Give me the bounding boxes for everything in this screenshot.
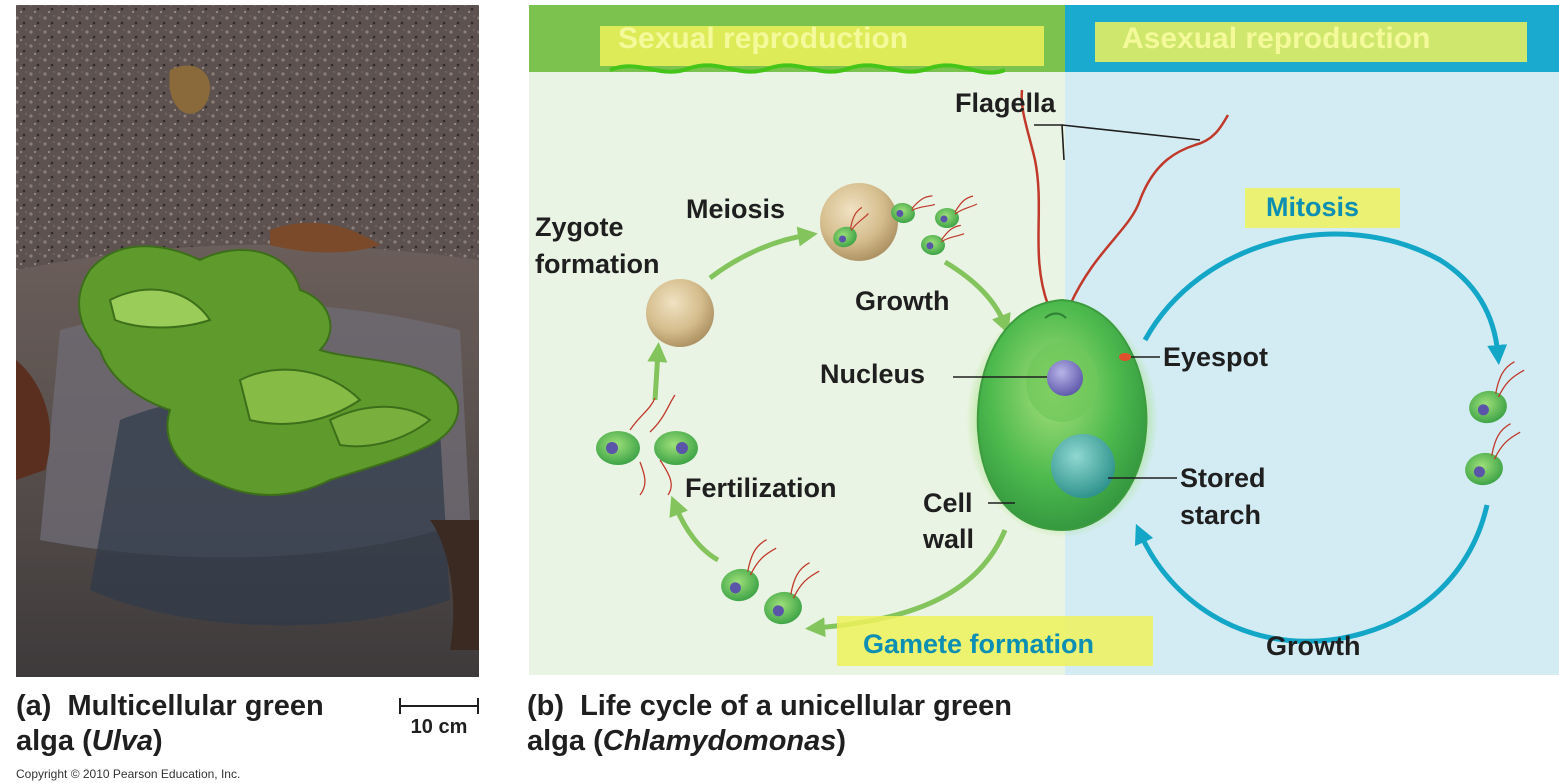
svg-text:(a) Multicellular green: (a) Multicellular green (16, 690, 324, 722)
scale-bar-label: 10 cm (411, 716, 468, 738)
mitosis-highlight (1245, 188, 1400, 228)
leader-lines (953, 124, 1201, 504)
asexual-cycle-arrows (1134, 231, 1508, 644)
scale-bar: 10 cm (399, 698, 479, 738)
asexual-zoospores (1465, 361, 1525, 486)
panel-a-label: (a) (16, 690, 51, 722)
panel-a-title-italic: Ulva (92, 725, 153, 757)
label-stored-1: Stored (1180, 463, 1266, 493)
label-mitosis: Mitosis (1266, 192, 1359, 222)
label-meiosis: Meiosis (686, 194, 785, 224)
label-cell-1: Cell (923, 488, 973, 518)
arrow-fertilization-to-zygote (647, 342, 668, 401)
label-growth-asexual: Growth (1266, 631, 1361, 661)
eyespot-shape (1119, 353, 1131, 361)
sexual-header-underline (609, 63, 1006, 75)
arrow-mitosis (1142, 231, 1508, 365)
sexual-region (529, 5, 1065, 675)
svg-text:(b) Life cycle of a unicel: (b) Life cycle of a unicellular green (527, 690, 1012, 722)
asexual-header: Asexual reproduction (1122, 22, 1430, 55)
flagella-leader-right (1061, 124, 1201, 141)
label-growth-sexual: Growth (855, 286, 950, 316)
flagellum-left (1020, 89, 1050, 306)
panel-b-title-prefix: alga ( (527, 725, 603, 757)
chlamydomonas-cell (966, 89, 1230, 538)
label-zygote-2: formation (535, 249, 660, 279)
fertilization-pair (596, 394, 698, 496)
panel-b-title-italic: Chlamydomonas (603, 725, 837, 757)
label-stored-2: starch (1180, 500, 1261, 530)
panel-b-title-suffix: ) (836, 725, 846, 757)
panel-a-title-prefix: alga ( (16, 725, 92, 757)
label-eyespot: Eyespot (1163, 342, 1268, 372)
panel-a-title-line1: Multicellular green (68, 690, 324, 722)
nucleus-shape (1047, 360, 1083, 396)
arrow-asexual-growth (1134, 504, 1490, 644)
ulva-photo (16, 5, 479, 677)
zygote-cell (646, 279, 714, 347)
svg-text:alga (Ulva): alga (Ulva) (16, 725, 163, 757)
meiosis-gametes (833, 195, 978, 256)
label-zygote-1: Zygote (535, 212, 624, 242)
gametes (721, 539, 820, 625)
arrow-gametes-to-fertilization (669, 495, 720, 563)
label-gamete-formation: Gamete formation (863, 629, 1094, 659)
arrow-growth-to-cell (943, 259, 1011, 335)
panel-b-label: (b) (527, 690, 564, 722)
ulva-seaweed (78, 245, 459, 496)
asexual-header-highlight (1095, 22, 1527, 62)
arrow-zygote-to-meiosis (708, 226, 818, 280)
flagellum-right (1068, 114, 1230, 306)
copyright: Copyright © 2010 Pearson Education, Inc. (16, 767, 240, 781)
label-fertilization: Fertilization (685, 473, 837, 503)
panel-a-title-suffix: ) (153, 725, 163, 757)
asexual-region (1065, 5, 1559, 675)
label-nucleus: Nucleus (820, 359, 925, 389)
panel-b-title-line1: Life cycle of a unicellular green (580, 690, 1012, 722)
label-cell-2: wall (922, 524, 974, 554)
svg-text:alga (Chlamydomonas): alga (Chlamydomonas) (527, 725, 846, 757)
sexual-header-highlight (600, 26, 1044, 66)
sexual-header: Sexual reproduction (618, 22, 908, 55)
gamete-formation-highlight (837, 616, 1153, 666)
label-flagella: Flagella (955, 88, 1057, 118)
stored-starch-shape (1051, 434, 1115, 498)
